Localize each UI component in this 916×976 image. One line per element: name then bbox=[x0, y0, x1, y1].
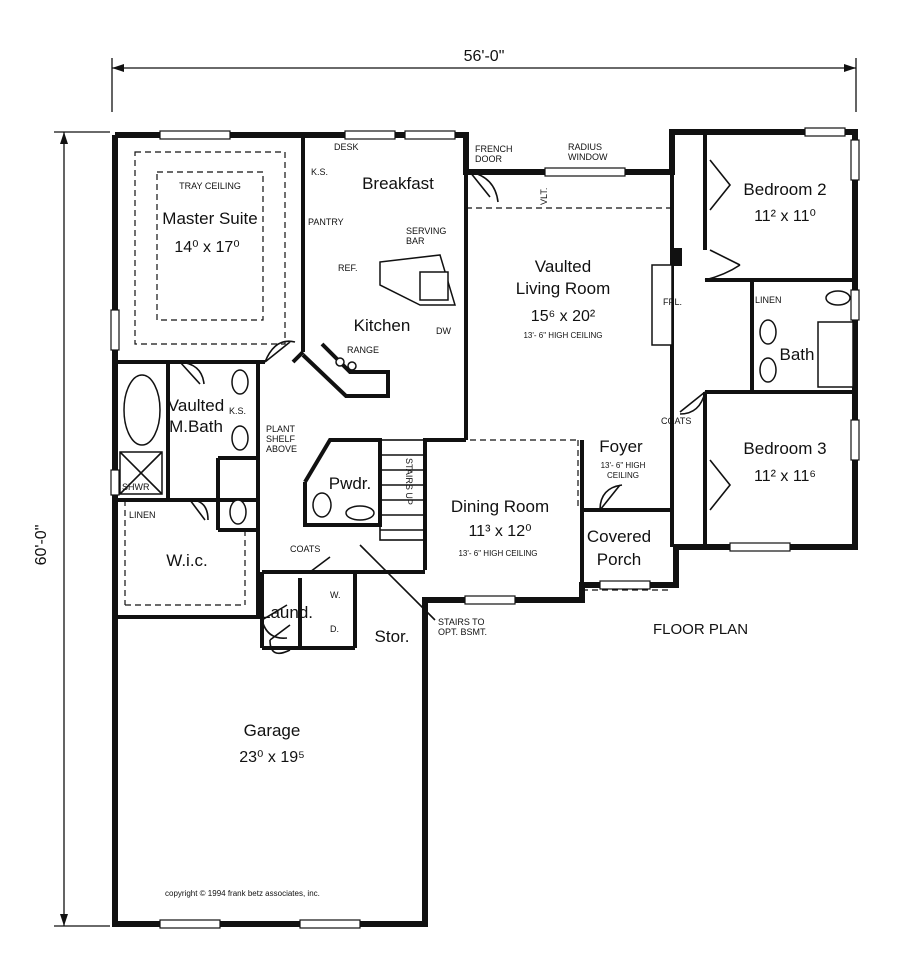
range-label: RANGE bbox=[347, 345, 379, 355]
coats-label-foyer: COATS bbox=[661, 416, 691, 426]
room-garage: Garage 23⁰ x 19⁵ bbox=[239, 721, 305, 766]
plant-shelf-label-line1: PLANT bbox=[266, 424, 296, 434]
laundry-name: Laund. bbox=[261, 603, 313, 622]
foyer-ceiling-line1: 13'- 6" HIGH bbox=[601, 461, 646, 470]
stairs-bsmt-label-line2: OPT. BSMT. bbox=[438, 627, 487, 637]
living-name-line2: Living Room bbox=[516, 279, 611, 298]
plan-title: FLOOR PLAN bbox=[653, 621, 748, 638]
exterior-walls bbox=[112, 129, 858, 927]
fpl-label: FPL. bbox=[663, 297, 682, 307]
porch-name-line2: Porch bbox=[597, 550, 641, 569]
vlt-label: VLT. bbox=[539, 188, 549, 205]
mbath-name-line2: M.Bath bbox=[169, 417, 223, 436]
width-label: 56'-0" bbox=[464, 48, 505, 65]
stairs-bsmt-label-line1: STAIRS TO bbox=[438, 617, 485, 627]
living-ceiling: 13'- 6" HIGH CEILING bbox=[523, 331, 602, 340]
windows bbox=[110, 127, 860, 929]
dining-ceiling: 13'- 6" HIGH CEILING bbox=[458, 549, 537, 558]
serving-bar-label-line2: BAR bbox=[406, 236, 425, 246]
washer-label: W. bbox=[330, 590, 341, 600]
depth-label: 60'-0" bbox=[33, 525, 50, 566]
shwr-label: SHWR bbox=[122, 482, 150, 492]
dw-label: DW bbox=[436, 326, 451, 336]
room-dining: Dining Room 11³ x 12⁰ 13'- 6" HIGH CEILI… bbox=[451, 497, 549, 558]
living-size: 15⁶ x 20² bbox=[531, 308, 596, 325]
plant-shelf-label-line2: SHELF bbox=[266, 434, 296, 444]
master-suite-note: TRAY CEILING bbox=[179, 181, 241, 191]
coats-label-hall: COATS bbox=[290, 544, 320, 554]
french-door-label-line2: DOOR bbox=[475, 154, 503, 164]
bedroom2-size: 11² x 11⁰ bbox=[754, 208, 816, 225]
wic-name: W.i.c. bbox=[166, 551, 208, 570]
room-foyer: Foyer 13'- 6" HIGH CEILING bbox=[599, 437, 645, 480]
breakfast-name: Breakfast bbox=[362, 174, 434, 193]
room-mbath: Vaulted M.Bath bbox=[168, 396, 224, 436]
ks-label-kitchen: K.S. bbox=[311, 167, 328, 177]
garage-size: 23⁰ x 19⁵ bbox=[239, 749, 305, 766]
french-door-label-line1: FRENCH bbox=[475, 144, 513, 154]
fixtures bbox=[119, 248, 854, 531]
foyer-ceiling-line2: CEILING bbox=[607, 471, 639, 480]
porch-name-line1: Covered bbox=[587, 527, 651, 546]
copyright-notice: copyright © 1994 frank betz associates, … bbox=[165, 889, 320, 898]
ks-label-mbath: K.S. bbox=[229, 406, 246, 416]
doors bbox=[179, 159, 741, 655]
master-suite-name: Master Suite bbox=[162, 209, 257, 228]
serving-bar-label-line1: SERVING bbox=[406, 226, 446, 236]
bedroom3-name: Bedroom 3 bbox=[743, 439, 826, 458]
desk-label: DESK bbox=[334, 142, 359, 152]
interior-walls bbox=[115, 132, 855, 650]
plant-shelf-label-line3: ABOVE bbox=[266, 444, 297, 454]
room-living: Vaulted Living Room 15⁶ x 20² 13'- 6" HI… bbox=[516, 257, 611, 340]
room-bedroom2: Bedroom 2 11² x 11⁰ bbox=[743, 180, 826, 225]
dryer-label: D. bbox=[330, 624, 339, 634]
width-dimension: 56'-0" bbox=[111, 48, 857, 112]
radius-window-label-line1: RADIUS bbox=[568, 142, 602, 152]
bedroom2-name: Bedroom 2 bbox=[743, 180, 826, 199]
master-suite-size: 14⁰ x 17⁰ bbox=[174, 239, 239, 256]
dining-size: 11³ x 12⁰ bbox=[468, 523, 531, 540]
storage-name: Stor. bbox=[375, 627, 410, 646]
living-name-line1: Vaulted bbox=[535, 257, 591, 276]
pwdr-name: Pwdr. bbox=[329, 474, 372, 493]
room-master-suite: TRAY CEILING Master Suite 14⁰ x 17⁰ bbox=[162, 181, 257, 256]
ref-label: REF. bbox=[338, 263, 358, 273]
bedroom3-size: 11² x 11⁶ bbox=[754, 468, 816, 485]
stairs-up-label: STAIRS UP bbox=[404, 458, 414, 505]
linen-label-mbath: LINEN bbox=[129, 510, 156, 520]
radius-window-label-line2: WINDOW bbox=[568, 152, 608, 162]
mbath-name-line1: Vaulted bbox=[168, 396, 224, 415]
dining-name: Dining Room bbox=[451, 497, 549, 516]
room-bedroom3: Bedroom 3 11² x 11⁶ bbox=[743, 439, 826, 485]
dashed-lines bbox=[124, 151, 672, 606]
depth-dimension: 60'-0" bbox=[33, 131, 110, 927]
foyer-name: Foyer bbox=[599, 437, 643, 456]
small-labels: DESK K.S. PANTRY REF. SERVING BAR RANGE … bbox=[122, 142, 782, 637]
garage-name: Garage bbox=[244, 721, 301, 740]
bath-name: Bath bbox=[780, 345, 815, 364]
kitchen-name: Kitchen bbox=[354, 316, 411, 335]
room-covered-porch: Covered Porch bbox=[587, 527, 651, 569]
pantry-label: PANTRY bbox=[308, 217, 344, 227]
linen-label-bath: LINEN bbox=[755, 295, 782, 305]
